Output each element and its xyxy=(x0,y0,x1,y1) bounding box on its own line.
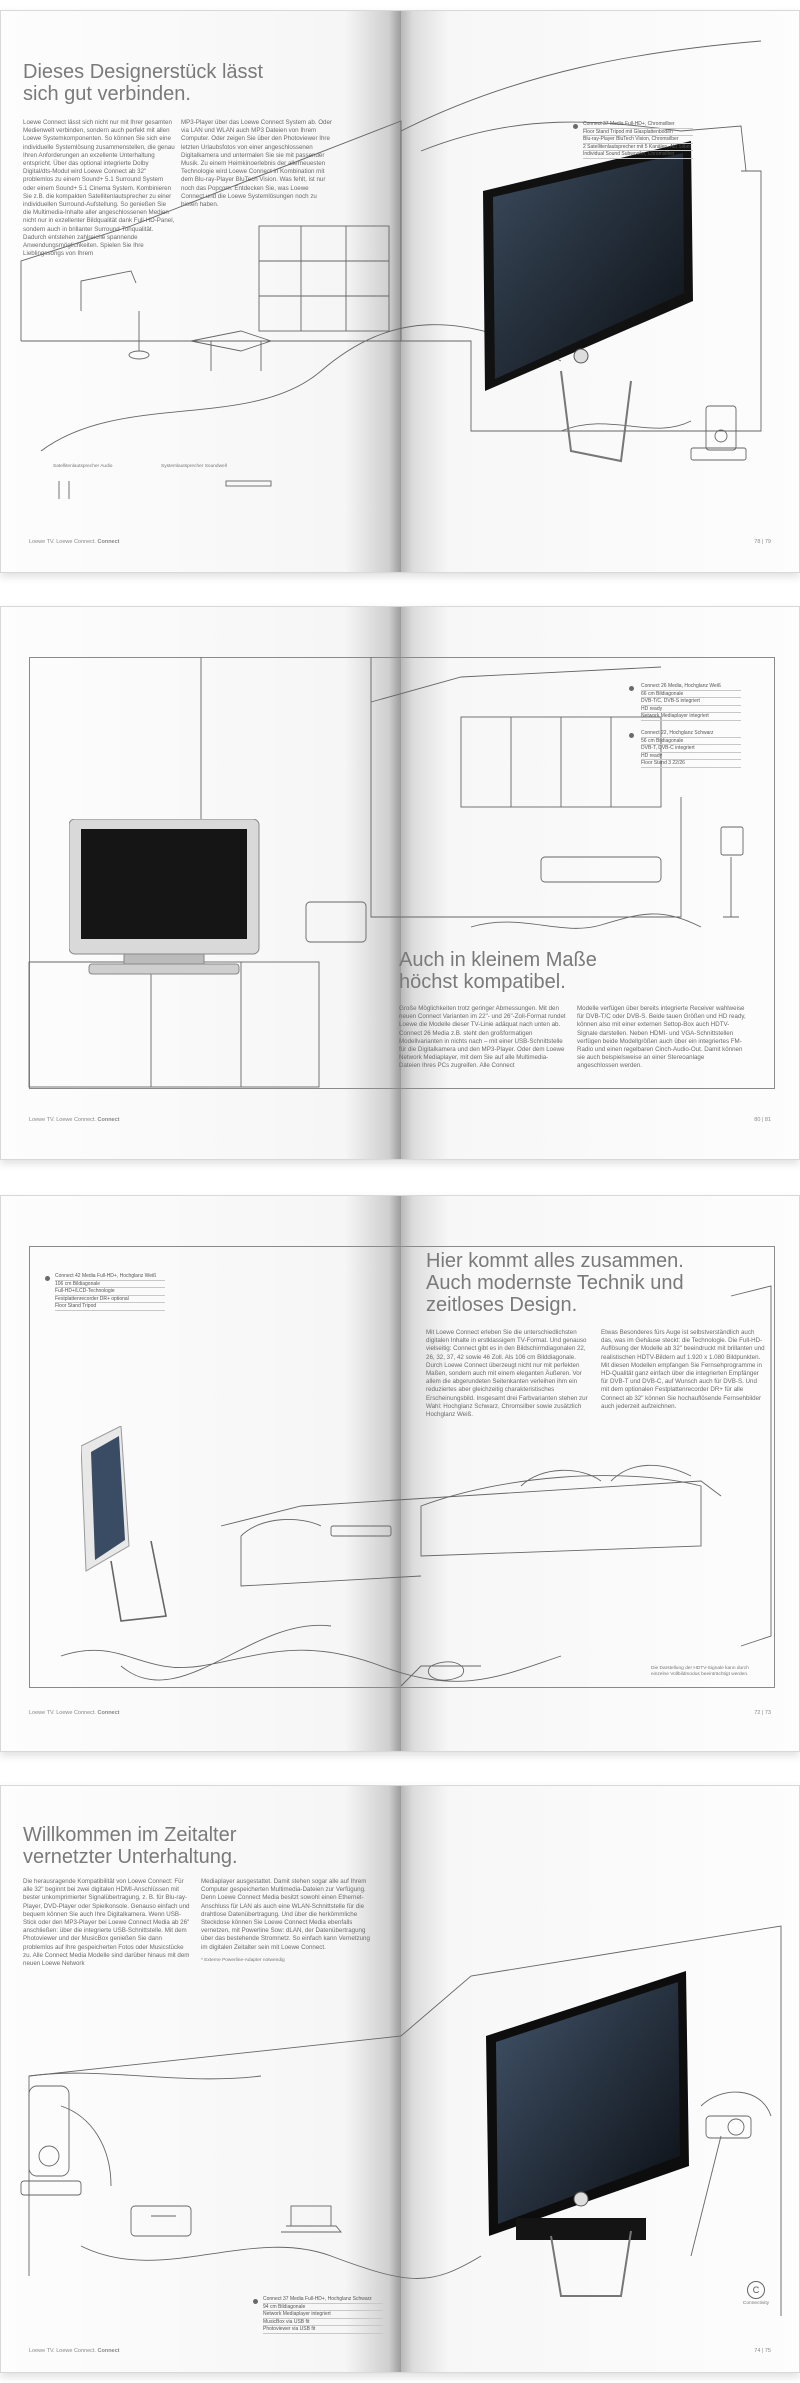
room-line-illustration xyxy=(20,1925,782,2316)
headline: Willkommen im Zeitalter vernetzter Unter… xyxy=(23,1824,238,1868)
footer: Loewe TV. Loewe Connect. Connect xyxy=(29,539,120,545)
spec-item: Connect 37 Media Full-HD+, Hochglanz Sch… xyxy=(263,2296,383,2304)
tv-connect-white-illustration xyxy=(81,1426,167,1622)
body-column-1: Loewe Connect lässt sich nicht nur mit I… xyxy=(23,119,175,258)
connectivity-icon: C xyxy=(747,2281,765,2299)
spec-item: 2 Satellitenlautsprecher mit 5 Kanälen, … xyxy=(583,143,693,152)
spec-item: HD ready xyxy=(641,706,741,714)
body-column-2: Mediaplayer ausgestattet. Damit stehen s… xyxy=(201,1878,370,1951)
headline: Hier kommt alles zusammen. Auch modernst… xyxy=(426,1250,684,1316)
spec-item: Floor Stand Tripod xyxy=(55,1303,165,1311)
footnote: * Externe Powerline-Adapter notwendig xyxy=(201,1958,285,1963)
spec-item: 66 cm Bildiagonale xyxy=(641,691,741,699)
page-frame xyxy=(29,657,775,1089)
headline-line-1: Willkommen im Zeitalter xyxy=(23,1824,237,1846)
page-frame xyxy=(29,1246,775,1688)
spread-4: Willkommen im Zeitalter vernetzter Unter… xyxy=(0,1785,800,2373)
left-page xyxy=(1,11,401,572)
spec-item: 106 cm Bildiagonale xyxy=(55,1281,165,1289)
callout-dot xyxy=(573,124,578,129)
spec-list-b: Connect 22, Hochglanz Schwarz 56 cm Bild… xyxy=(641,730,741,768)
tv-connect-illustration xyxy=(483,141,693,463)
spec-item: Full-HD+/LCD-Technologie xyxy=(55,1288,165,1296)
spec-item: Photoviewer via USB fit xyxy=(263,2326,383,2334)
headline-line-2: Auch modernste Technik und xyxy=(426,1272,684,1294)
callout-dot xyxy=(629,686,634,691)
body-column-1: Die herausragende Kompatibilität von Loe… xyxy=(23,1878,190,1968)
spread-2: Connect 26 Media, Hochglanz Weiß 66 cm B… xyxy=(0,606,800,1160)
connectivity-badge: C Connectivity xyxy=(736,2281,776,2307)
body-column-1: Große Möglichkeiten trotz geringer Abmes… xyxy=(399,1005,566,1070)
spec-item: Festplattenrecorder DR+ optional xyxy=(55,1296,165,1304)
spec-item: Network Mediaplayer integriert xyxy=(641,713,741,721)
headline-line-2: vernetzter Unterhaltung. xyxy=(23,1846,238,1868)
body-column-2: Etwas Besonderes fürs Auge ist selbstver… xyxy=(601,1329,765,1410)
spec-item: DVB-T/C, DVB-S integriert xyxy=(641,698,741,706)
footer: Loewe TV. Loewe Connect. Connect xyxy=(29,2348,120,2354)
tv-connect-37-illustration xyxy=(486,1971,689,2297)
spec-item: MusicBox via USB fit xyxy=(263,2319,383,2327)
spec-list: Connect 37 Media Full-HD+, Chromsilber F… xyxy=(583,121,693,159)
spec-item: 94 cm Bildiagonale xyxy=(263,2304,383,2312)
spread-1: Dieses Designerstück lässt sich gut verb… xyxy=(0,10,800,573)
living-room-line-illustration xyxy=(60,1285,772,1687)
footer: Loewe TV. Loewe Connect. Connect xyxy=(29,1117,120,1123)
spec-item: Individual Sound Subwoofer, Chromsilber xyxy=(583,151,693,159)
spec-item: Connect 22, Hochglanz Schwarz xyxy=(641,730,741,738)
spec-item: Blu-ray-Player BluTech Vision, Chromsilb… xyxy=(583,136,693,144)
page-numbers: 72 | 73 xyxy=(754,1710,771,1716)
spec-item: Floor Stand 3 22/26 xyxy=(641,760,741,768)
headline-line-2: höchst kompatibel. xyxy=(399,971,566,993)
spread-3: Connect 42 Media Full-HD+, Hochglanz Wei… xyxy=(0,1195,800,1752)
headline-line-2: sich gut verbinden. xyxy=(23,83,191,105)
footer: Loewe TV. Loewe Connect. Connect xyxy=(29,1710,120,1716)
headline-line-1: Hier kommt alles zusammen. xyxy=(426,1250,684,1272)
label-satellite-speakers: Satellitenlautsprecher Audio xyxy=(53,464,113,469)
left-page xyxy=(1,1196,401,1751)
spec-list: Connect 42 Media Full-HD+, Hochglanz Wei… xyxy=(55,1273,165,1311)
headline-line-1: Dieses Designerstück lässt xyxy=(23,61,264,83)
spec-item: Network Mediaplayer integriert xyxy=(263,2311,383,2319)
headline: Auch in kleinem Maße höchst kompatibel. xyxy=(399,949,597,993)
page-numbers: 74 | 75 xyxy=(754,2348,771,2354)
room-line-illustration xyxy=(20,40,762,499)
body-column-2: Modelle verfügen über bereits integriert… xyxy=(577,1005,746,1070)
callout-dot xyxy=(45,1276,50,1281)
spec-item: 56 cm Bildiagonale xyxy=(641,738,741,746)
body-column-1: Mit Loewe Connect erleben Sie die unters… xyxy=(426,1329,588,1419)
spec-list: Connect 37 Media Full-HD+, Hochglanz Sch… xyxy=(263,2296,383,2334)
room-line-illustration xyxy=(28,657,744,1088)
spec-item: Floor Stand Tripod mit Glasplattenboden xyxy=(583,129,693,137)
callout-dot xyxy=(629,733,634,738)
spec-item: Connect 42 Media Full-HD+, Hochglanz Wei… xyxy=(55,1273,165,1281)
callout-dot xyxy=(253,2299,258,2304)
label-system-speakers: Systemlautsprecher Soundwell xyxy=(161,464,227,469)
right-page xyxy=(401,1196,799,1751)
headline: Dieses Designerstück lässt sich gut verb… xyxy=(23,61,263,105)
badge-label: Connectivity xyxy=(742,2301,770,2306)
headline-line-1: Auch in kleinem Maße xyxy=(399,949,597,971)
headline-line-3: zeitloses Design. xyxy=(426,1294,578,1316)
spec-list-a: Connect 26 Media, Hochglanz Weiß 66 cm B… xyxy=(641,683,741,721)
page-numbers: 78 | 79 xyxy=(754,539,771,545)
page-numbers: 80 | 81 xyxy=(754,1117,771,1123)
footnote: Die Darstellung der HDTV-Signale kann du… xyxy=(651,1666,749,1677)
spec-item: DVB-T, DVB-C integriert xyxy=(641,745,741,753)
spec-item: Connect 26 Media, Hochglanz Weiß xyxy=(641,683,741,691)
spec-item: Connect 37 Media Full-HD+, Chromsilber xyxy=(583,121,693,129)
body-column-2: MP3-Player über das Loewe Connect System… xyxy=(181,119,332,209)
tv-connect-26-illustration xyxy=(69,819,260,975)
spec-item: HD ready xyxy=(641,753,741,761)
right-page xyxy=(401,607,799,1159)
